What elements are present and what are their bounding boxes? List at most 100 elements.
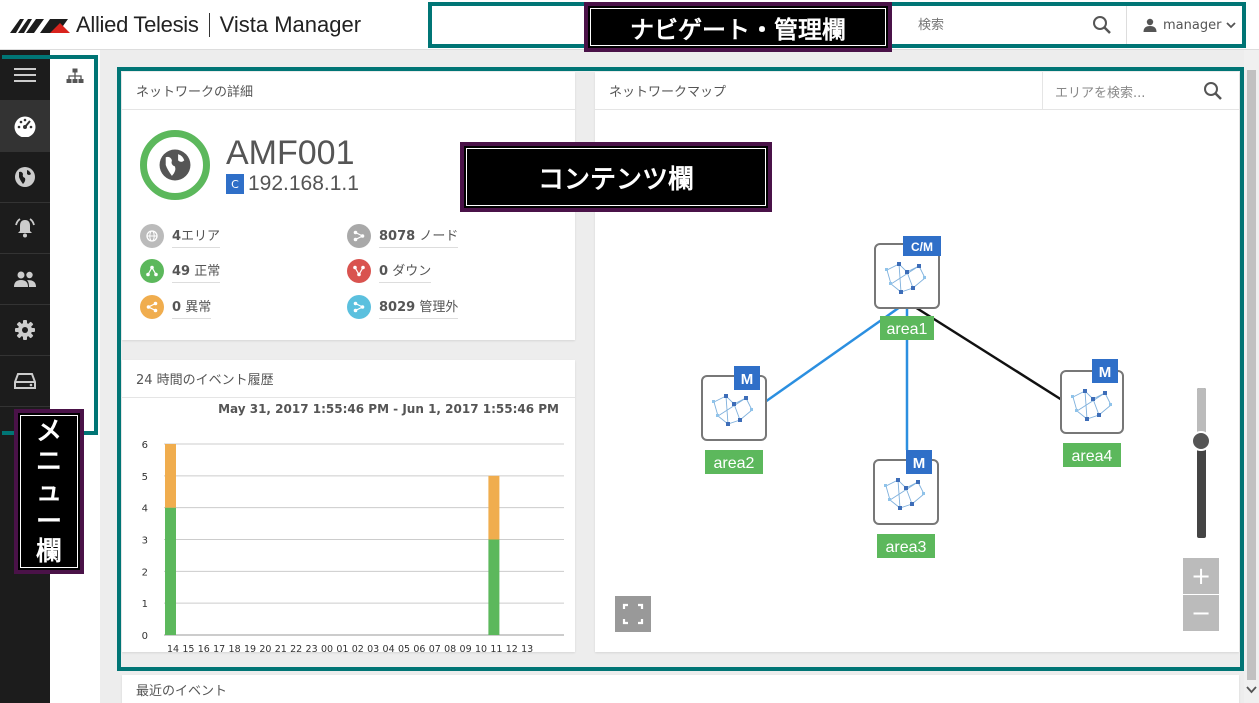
zoom-out-button[interactable]: − [1183,595,1219,631]
annotation-label-nav-text: ナビゲート・管理欄 [630,15,846,44]
chart-x-tick-label: 22 [290,644,302,652]
gear-icon [15,320,35,340]
page-scrollbar[interactable] [1244,50,1259,703]
stat-nodes[interactable]: 8078 ノード [347,224,459,248]
area3-badge-text: M [913,455,926,472]
share-icon [347,295,371,319]
sidebar-item-settings[interactable] [0,305,50,356]
area4-badge-text: M [1099,364,1112,381]
area-node-area3[interactable]: M area3 [873,450,939,558]
stat-unmanaged[interactable]: 8029 管理外 [347,295,459,319]
chart-x-tick-label: 12 [506,644,518,652]
page-scrollbar-thumb[interactable] [1247,70,1256,680]
stat-abnormal[interactable]: 0 異常 [140,295,212,319]
zoom-slider-track-top [1197,388,1206,440]
network-map-canvas[interactable]: C/M area1 M area2 M [595,110,1239,652]
stat-normal[interactable]: 49 正常 [140,259,221,283]
fullscreen-icon [622,603,644,625]
chart-x-tick-label: 07 [429,644,441,652]
sidebar-item-alarms[interactable] [0,203,50,254]
stat-down[interactable]: 0 ダウン [347,259,432,283]
network-status-ring [140,130,210,200]
zoom-in-button[interactable]: + [1183,558,1219,594]
chart-bar-segment[interactable] [165,444,176,508]
chart-x-tick-label: 06 [413,644,425,652]
stat-down-text: 0 ダウン [379,260,432,283]
chart-bar-segment[interactable] [165,507,176,635]
controller-badge: C [226,174,244,194]
svg-text:−: − [1191,599,1211,627]
area-node-area2[interactable]: M area2 [701,366,767,474]
sidebar-item-users[interactable] [0,254,50,305]
sidebar-item-storage[interactable] [0,356,50,407]
chart-x-tick-label: 09 [460,644,472,652]
chart-y-tick-label: 0 [142,631,148,642]
chart-x-tick-label: 18 [229,644,241,652]
chevron-down-icon [1226,22,1237,29]
event-history-range: May 31, 2017 1:55:46 PM - Jun 1, 2017 1:… [218,402,559,416]
annotation-label-menu-char: ュ [35,476,62,507]
sidebar-item-network[interactable] [0,152,50,203]
search-icon[interactable] [1092,15,1112,35]
stat-nodes-text: 8078 ノード [379,225,459,248]
globe-icon [15,167,35,187]
area1-badge-text: C/M [911,240,933,254]
share-icon [347,259,371,283]
global-search-input[interactable] [906,6,1122,44]
annotation-frame-content [117,67,1244,671]
annotation-label-menu: メ ニ ュ ー 欄 [14,409,84,574]
chart-x-tick-label: 08 [444,644,456,652]
sidebar-item-dashboard[interactable] [0,101,50,152]
menu-icon [14,68,36,82]
chart-y-tick-label: 3 [142,536,148,547]
sidebar [0,50,50,703]
area4-label-bg [1063,443,1121,467]
fullscreen-button[interactable] [615,596,651,632]
globe-icon [159,149,191,181]
annotation-label-menu-char: ー [35,506,62,537]
chart-x-tick-label: 00 [321,644,333,652]
annotation-frame-nav-right [886,2,1246,48]
dashboard-icon [14,116,36,137]
area3-label-bg [877,534,935,558]
recent-events-card: 最近のイベント [122,675,1239,703]
zoom-slider-handle[interactable] [1191,431,1211,451]
area2-label: area2 [714,455,755,472]
chevron-down-icon[interactable] [1246,686,1257,694]
chart-x-tick-label: 21 [275,644,287,652]
product-name: Vista Manager [219,12,362,37]
svg-text:+: + [1191,562,1211,590]
network-ip: 192.168.1.1 [248,172,359,195]
global-search[interactable] [906,6,1122,44]
area3-label: area3 [886,539,927,556]
area-search[interactable]: エリアを検索... [1042,72,1239,110]
chart-bar-segment[interactable] [488,539,500,636]
chart-x-tick-label: 15 [182,644,194,652]
chart-x-tick-label: 17 [213,644,225,652]
network-ip-row: C 192.168.1.1 [226,172,359,196]
user-icon [1143,18,1157,32]
area-node-area1[interactable]: C/M area1 [874,236,941,340]
sitemap-icon[interactable] [66,68,84,84]
user-menu[interactable]: manager [1126,6,1242,44]
sidebar-item-menu[interactable] [0,50,50,101]
chart-y-tick-label: 5 [142,472,148,483]
area-search-input[interactable]: エリアを検索... [1055,85,1146,101]
search-icon[interactable] [1203,81,1223,101]
area-node-area4[interactable]: M area4 [1060,359,1124,467]
stat-areas[interactable]: 4エリア [140,224,221,248]
recent-events-title: 最近のイベント [136,683,228,699]
chart-x-tick-label: 19 [244,644,256,652]
chart-y-tick-label: 2 [142,567,148,578]
chart-y-tick-label: 4 [142,504,148,515]
share-icon [140,259,164,283]
area3-badge [906,450,932,474]
globe-icon [140,224,164,248]
network-map-card: ネットワークマップ エリアを検索... C/M area1 [595,72,1239,652]
annotation-frame-menu [2,55,98,435]
chart-x-tick-label: 20 [259,644,271,652]
chart-bar-segment[interactable] [488,475,500,540]
annotation-label-menu-char: メ [35,416,62,447]
network-details-title: ネットワークの詳細 [122,72,575,110]
area2-label-bg [705,450,763,474]
